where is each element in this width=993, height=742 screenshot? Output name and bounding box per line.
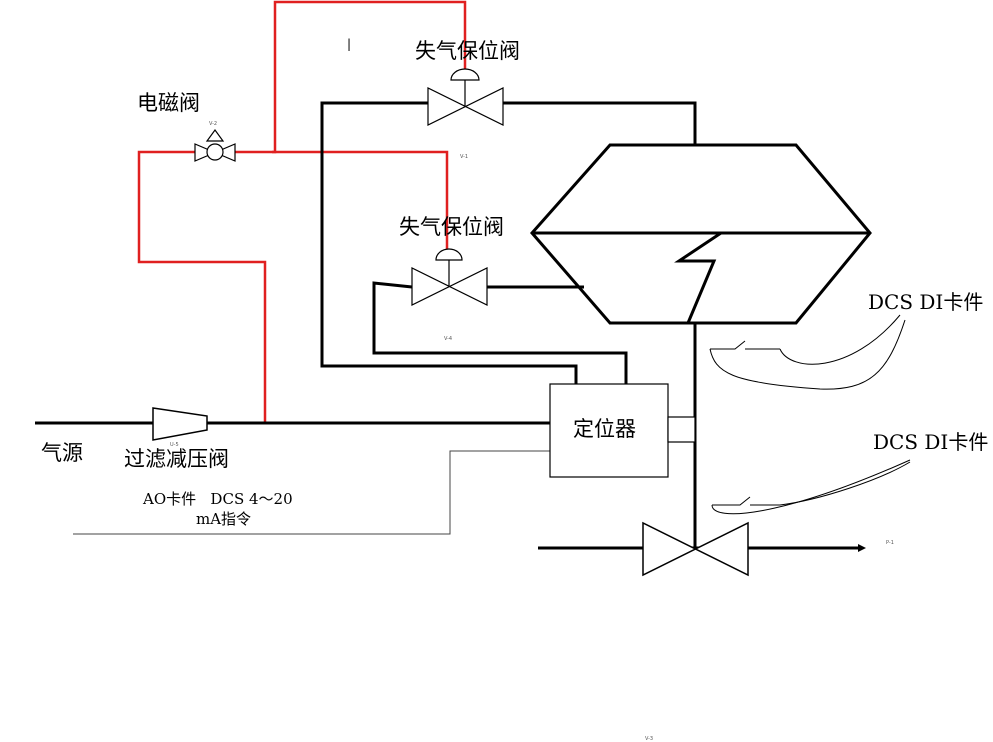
mid-valve-left-line	[372, 281, 628, 384]
dcs-di-signal-curve-lower	[711, 459, 911, 515]
tick-mark: |	[347, 37, 351, 51]
solenoid-valve-coil	[206, 143, 224, 161]
positioner-feedback-box	[667, 416, 696, 443]
dcs-di-signal-curve-upper	[709, 319, 906, 390]
filter-regulator-symbol	[152, 407, 208, 441]
solenoid-valve-label: 电磁阀	[137, 91, 200, 115]
main-valve-tag: P-1	[886, 540, 894, 546]
top-valve-body	[427, 87, 504, 126]
solenoid-valve	[194, 128, 236, 162]
limit-switch-upper-contact	[710, 340, 746, 350]
dcs-di-signal-curve-upper-2	[779, 314, 901, 365]
main-control-valve	[642, 521, 749, 577]
red-line-solenoid-in	[137, 150, 267, 423]
filter-tag: U-5	[170, 442, 179, 448]
top-valve-left-line	[320, 101, 578, 384]
red-line-to-top-valve	[272, 0, 467, 154]
solenoid-valve-actuator	[205, 128, 225, 142]
actuator	[530, 143, 872, 325]
valve-mid-tag: V-4	[444, 336, 452, 342]
positioner-label: 定位器	[573, 417, 636, 441]
pneumatic-lines	[35, 101, 858, 550]
positioner-box	[549, 383, 669, 478]
mid-valve-diaphragm	[435, 248, 463, 261]
fail-safe-valve-top	[427, 68, 504, 126]
red-line-solenoid-out	[235, 150, 449, 250]
main-valve-body	[642, 521, 749, 577]
process-arrow-head	[858, 544, 866, 552]
fail-safe-valve-mid-label: 失气保位阀	[399, 215, 504, 239]
limit-switch-lower-contact	[712, 496, 751, 506]
dcs-di-signal-curve-lower-2	[779, 461, 911, 506]
actuator-spring	[674, 231, 722, 324]
top-valve-right-line	[503, 101, 697, 145]
fail-safe-valve-top-label: 失气保位阀	[415, 39, 520, 63]
ao-signal-line	[73, 450, 550, 535]
ao-card-label-line1: AO卡件 DCS 4～20	[142, 490, 293, 508]
page-bottom-tag: V-3	[645, 736, 653, 742]
fail-safe-valve-mid	[411, 248, 488, 306]
limit-switch-lower	[711, 459, 911, 515]
solenoid-tag: V-2	[209, 121, 217, 127]
solenoid-air-lines	[137, 0, 467, 423]
filter-regulator: U-5	[152, 407, 208, 448]
positioner: 定位器	[549, 383, 696, 478]
air-source-label: 气源	[41, 441, 83, 465]
limit-switch-upper	[709, 314, 906, 390]
dcs-di-card-label-1: DCS DI卡件	[868, 290, 983, 314]
dcs-di-card-label-2: DCS DI卡件	[873, 430, 988, 454]
top-valve-diaphragm	[450, 68, 480, 81]
valve-top-tag: V-1	[460, 154, 468, 160]
filter-regulator-label: 过滤减压阀	[124, 447, 229, 471]
ao-card-label-line2: mA指令	[196, 510, 251, 528]
